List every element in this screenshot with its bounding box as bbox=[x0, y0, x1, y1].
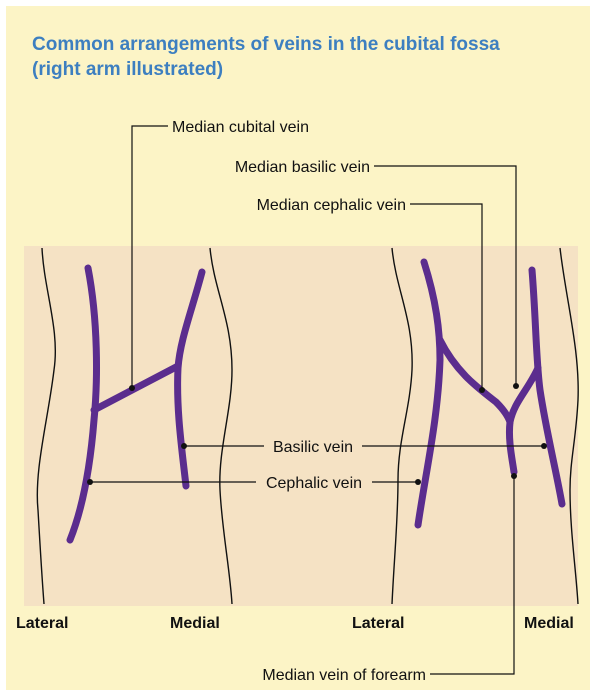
left-arm-medial-label: Medial bbox=[170, 615, 220, 632]
right-arm-lateral-label: Lateral bbox=[352, 615, 404, 632]
right-arm-medial-label: Medial bbox=[524, 615, 574, 632]
leader-dot-basilic-left bbox=[181, 443, 187, 449]
left-arm-lateral-label: Lateral bbox=[16, 615, 68, 632]
label-median-cephalic-vein: Median cephalic vein bbox=[257, 197, 406, 214]
leader-dot-cephalic-right bbox=[415, 479, 421, 485]
label-median-basilic-vein: Median basilic vein bbox=[235, 159, 370, 176]
label-median-vein-of-forearm: Median vein of forearm bbox=[262, 667, 426, 684]
leader-dot-median-cubital bbox=[129, 385, 135, 391]
arm-skin-area bbox=[24, 246, 578, 606]
label-cephalic-vein: Cephalic vein bbox=[266, 475, 362, 492]
label-basilic-vein: Basilic vein bbox=[273, 439, 353, 456]
leader-dot-basilic-right bbox=[541, 443, 547, 449]
label-median-cubital-vein: Median cubital vein bbox=[172, 119, 309, 136]
leader-dot-median-basilic bbox=[513, 383, 519, 389]
leader-dot-median-forearm bbox=[511, 473, 517, 479]
leader-dot-cephalic-left bbox=[87, 479, 93, 485]
leader-dot-median-cephalic bbox=[479, 387, 485, 393]
